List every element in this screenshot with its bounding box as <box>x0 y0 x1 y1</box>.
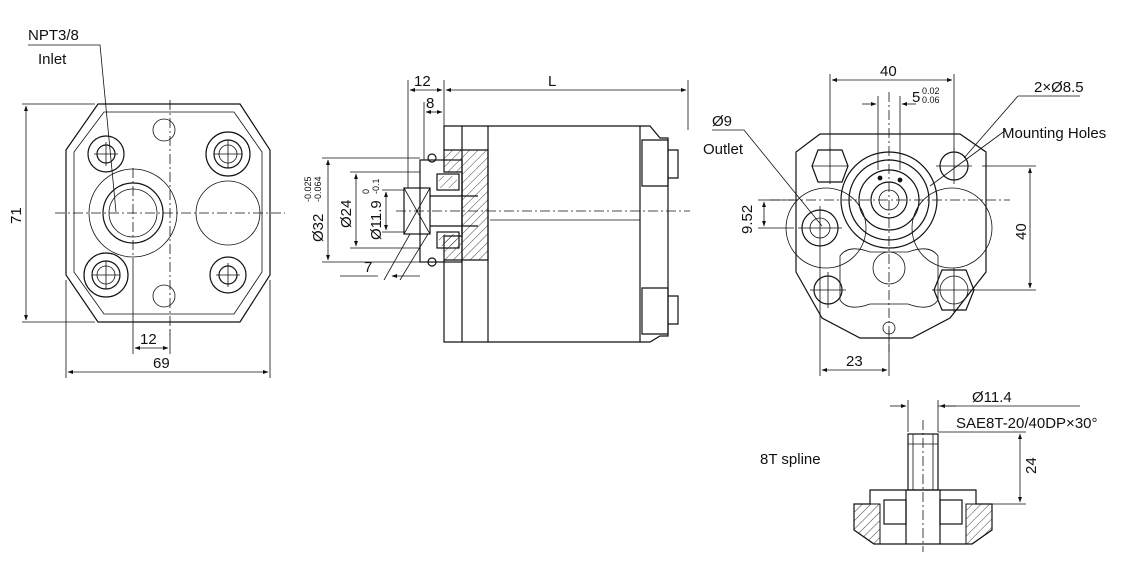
flange-dimension-label: 12 <box>414 73 431 90</box>
top-40-dimension-label: 40 <box>880 63 897 80</box>
pilot-dimension-label: 8 <box>426 95 434 112</box>
pilot-diameter-group: Ø32 -0.025 -0.064 <box>303 176 327 242</box>
inlet-thread-label: NPT3/8 <box>28 27 79 44</box>
mounting-spec-label: 2×Ø8.5 <box>1034 79 1084 96</box>
key-tol-upper: 0.02 <box>922 86 940 96</box>
width-dimension-label: 69 <box>153 355 170 372</box>
bolt-hole-tl <box>87 135 125 173</box>
pilot-tol-upper: -0.025 <box>303 176 313 202</box>
shaft-tol-upper: 0 <box>361 189 371 194</box>
dim-23-label: 23 <box>846 353 863 370</box>
front-view <box>22 44 285 378</box>
spline-24-label: 24 <box>1023 457 1040 474</box>
rear-body-outline <box>795 133 987 339</box>
shaft-diameter-group: Ø11.9 0 -0.1 <box>361 178 385 240</box>
bolt-hole-bl <box>83 252 129 298</box>
mounting-holes-label: Mounting Holes <box>1002 125 1106 142</box>
pilot-diameter-label: Ø32 <box>310 214 327 242</box>
rear-view <box>712 74 1080 376</box>
spline-diameter-label: Ø11.4 <box>972 389 1012 406</box>
spline-spec-label: SAE8T-20/40DP×30° <box>956 415 1098 432</box>
spline-view <box>853 400 1080 552</box>
boss-diameter-label: Ø24 <box>338 200 355 228</box>
rear-bolt-bottom <box>641 287 679 335</box>
front-body-outline <box>65 103 271 323</box>
outlet-label: Outlet <box>703 141 744 158</box>
shaft-length-label: 7 <box>364 259 372 276</box>
bolt-hole-tr <box>205 131 251 177</box>
right-40-dimension-label: 40 <box>1013 223 1030 240</box>
side-view <box>322 80 690 343</box>
pump-housing <box>461 125 669 343</box>
spline-label: 8T spline <box>760 451 821 468</box>
length-dimension-label: L <box>548 73 556 90</box>
pilot-tol-lower: -0.064 <box>313 176 323 202</box>
dim-952-label: 9.52 <box>739 205 756 234</box>
offset-dimension-label: 12 <box>140 331 157 348</box>
shaft-tol-lower: -0.1 <box>371 178 381 194</box>
key-tol-lower: 0.06 <box>922 95 940 105</box>
rear-bolt-top <box>641 139 679 187</box>
key-dimension-label: 5 <box>912 89 920 106</box>
outlet-diameter-label: Ø9 <box>712 113 732 130</box>
height-dimension-label: 71 <box>8 207 25 224</box>
shaft-diameter-label: Ø11.9 <box>368 200 385 240</box>
bolt-hole-br <box>209 256 247 294</box>
inlet-label: Inlet <box>38 51 67 68</box>
